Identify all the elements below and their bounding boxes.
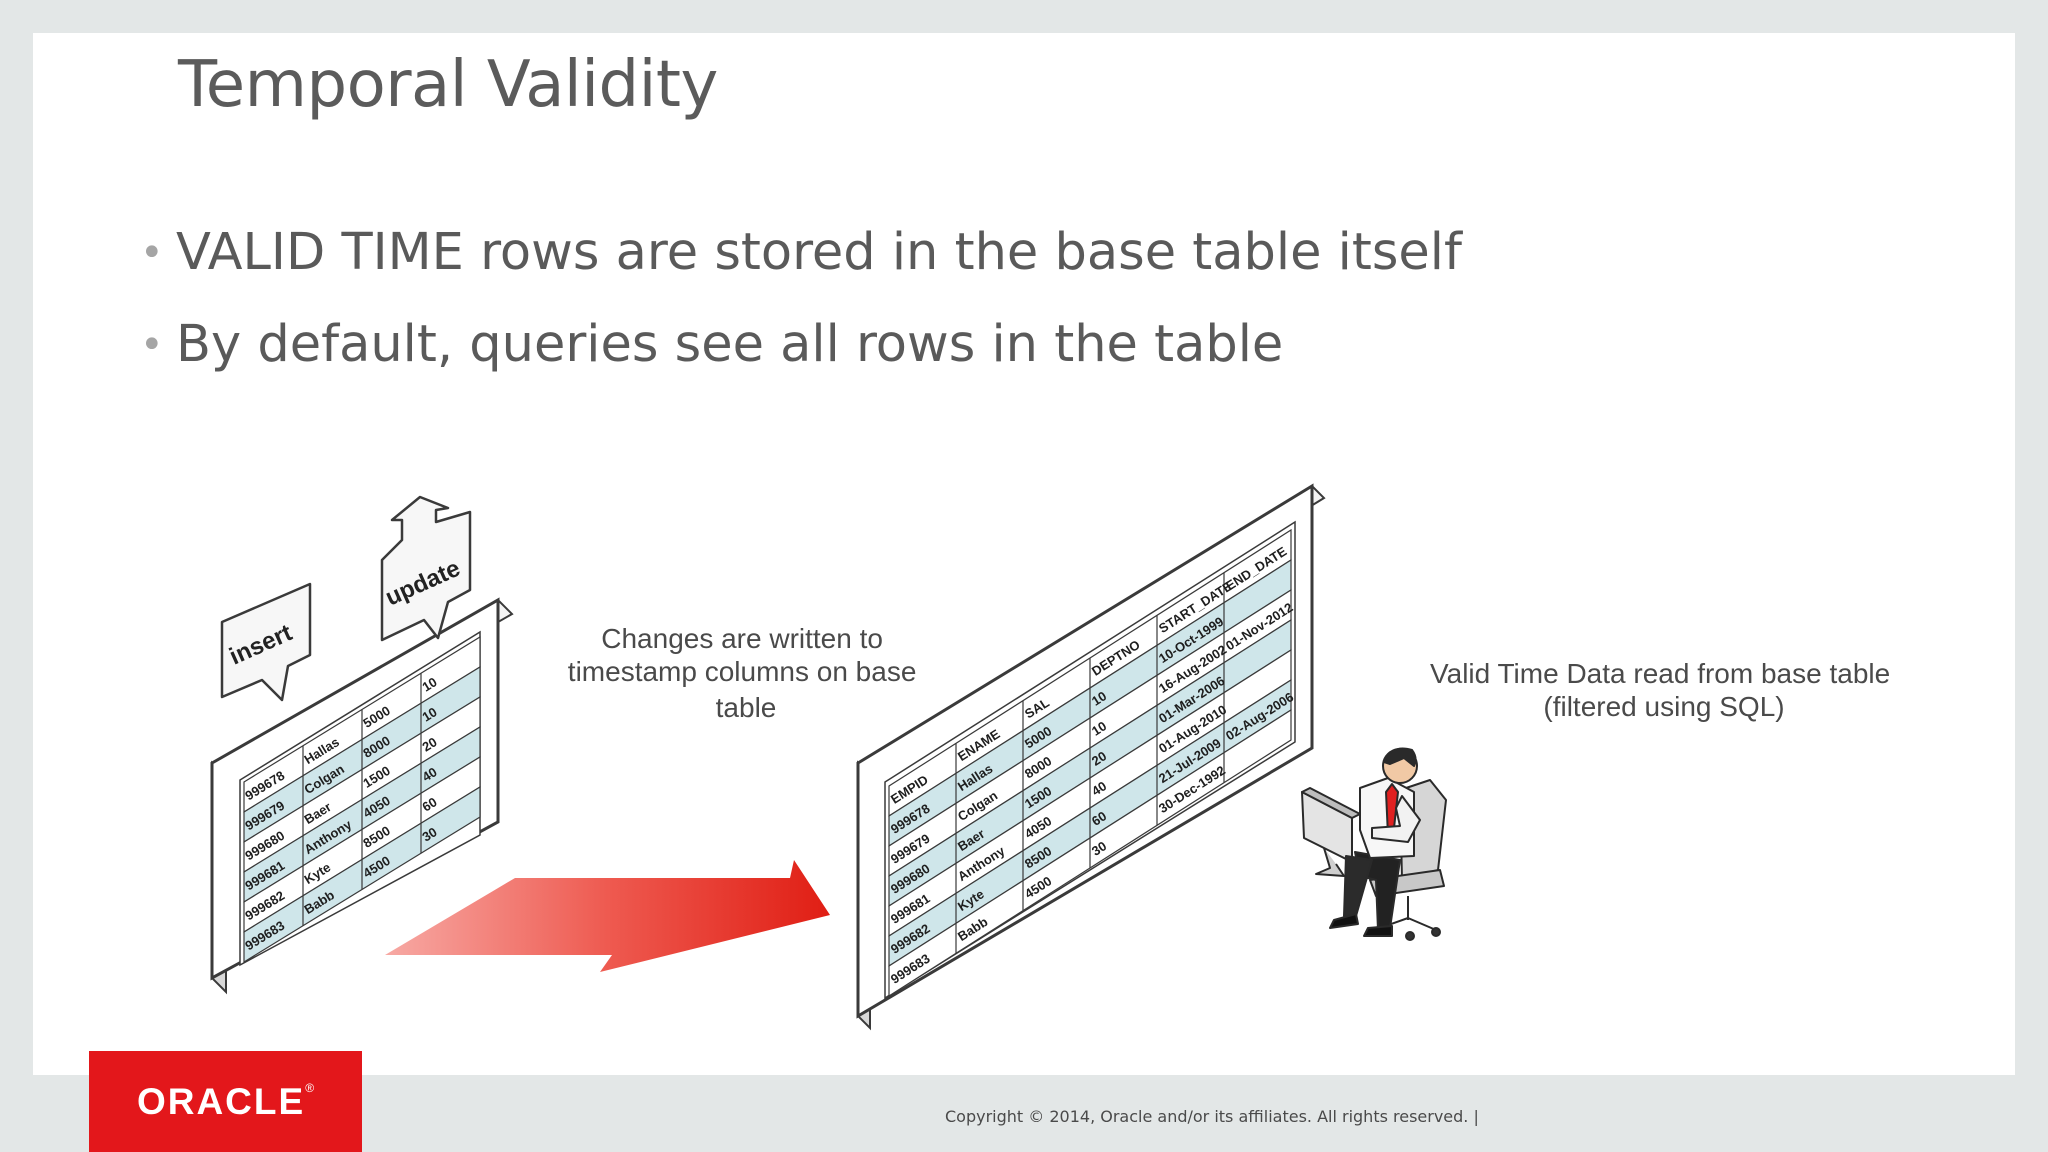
bullet-text: VALID TIME rows are stored in the base t… (176, 223, 1462, 282)
source-table-cell: 30 (419, 824, 439, 844)
source-table-cell: 40 (419, 764, 439, 784)
bullet-item: • VALID TIME rows are stored in the base … (136, 222, 1462, 314)
slide-title: Temporal Validity (178, 48, 718, 122)
changes-caption-line: table (716, 692, 777, 723)
read-caption: Valid Time Data read from base table (fi… (1430, 658, 1898, 722)
oracle-logo: ORACLE® (89, 1051, 362, 1152)
user-at-computer-icon (1301, 747, 1447, 941)
update-callout: update (380, 495, 472, 642)
base-table: EMPIDENAMESALDEPTNOSTART_DATEEND_DATE999… (856, 483, 1326, 1031)
insert-callout: insert (220, 582, 312, 702)
base-table-cell: 40 (1089, 778, 1109, 798)
changes-caption-line: Changes are written to (601, 623, 883, 654)
base-table-cell: 60 (1089, 808, 1109, 828)
bullet-item: • By default, queries see all rows in the… (136, 314, 1462, 406)
base-table-cell: 30 (1089, 838, 1109, 858)
copyright-text: Copyright © 2014, Oracle and/or its affi… (945, 1107, 1479, 1126)
bullet-dot-icon: • (140, 322, 164, 368)
base-table-cell: 10 (1089, 688, 1109, 708)
bullet-list: • VALID TIME rows are stored in the base … (136, 222, 1462, 406)
write-arrow-icon (385, 860, 830, 972)
base-table-cells: EMPIDENAMESALDEPTNOSTART_DATEEND_DATE999… (888, 528, 1296, 998)
source-table-cell: 60 (419, 794, 439, 814)
read-caption-line: Valid Time Data read from base table (1430, 658, 1890, 689)
source-table: 999678Hallas500010999679Colgan8000109996… (210, 597, 514, 995)
oracle-logo-text: ORACLE® (89, 1081, 362, 1123)
read-caption-line: (filtered using SQL) (1543, 691, 1784, 722)
base-table-cell: 10 (1089, 718, 1109, 738)
source-table-cell: 10 (419, 704, 439, 724)
changes-caption-line: timestamp columns on base (568, 656, 917, 687)
changes-caption: Changes are written to timestamp columns… (568, 623, 924, 723)
oracle-logo-wordmark: ORACLE (136, 1081, 306, 1122)
bullet-text: By default, queries see all rows in the … (176, 315, 1284, 374)
source-table-cell: 10 (419, 674, 439, 694)
oracle-logo-mark: ® (305, 1081, 315, 1095)
source-table-cells: 999678Hallas500010999679Colgan8000109996… (242, 635, 481, 964)
source-table-cell: 20 (419, 734, 439, 754)
base-table-cell: 20 (1089, 748, 1109, 768)
bullet-dot-icon: • (140, 230, 164, 276)
